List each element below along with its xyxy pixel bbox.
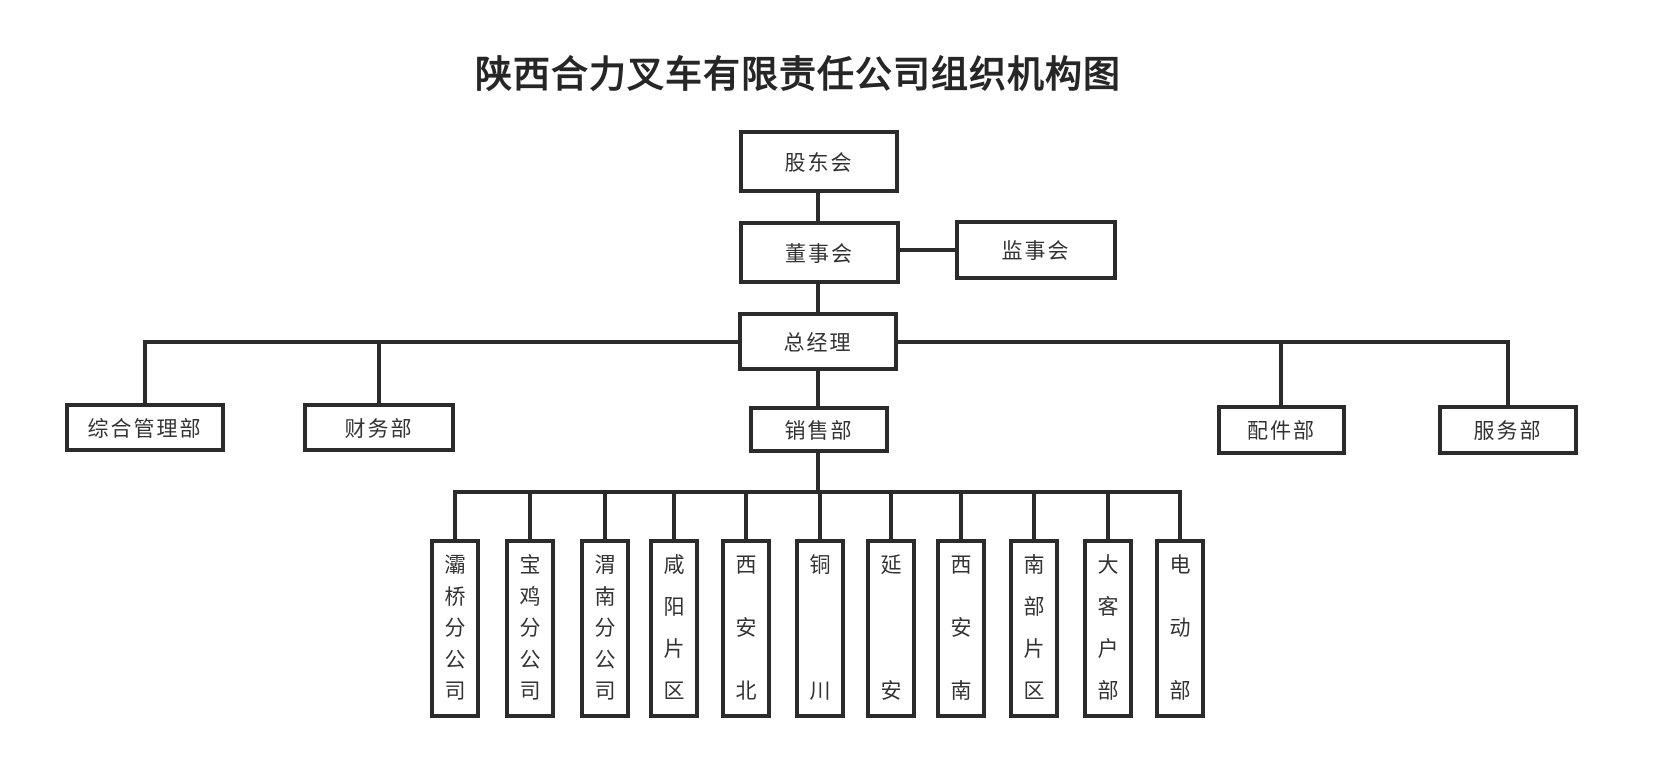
node-dept-finance: 财务部: [303, 403, 455, 452]
connector-board-gm: [816, 284, 820, 312]
node-branch-xian-south: 西安南: [936, 539, 986, 718]
connector-stub-yanan: [889, 490, 893, 539]
node-dept-parts: 配件部: [1217, 405, 1346, 455]
connector-stub-south-area: [1032, 490, 1036, 539]
node-branch-tongchuan: 铜川: [795, 539, 845, 718]
connector-stub-key-accounts: [1106, 490, 1110, 539]
node-shareholders-meeting: 股东会: [739, 130, 899, 193]
connector-sales-bus: [816, 453, 820, 492]
node-dept-service: 服务部: [1438, 405, 1578, 455]
connector-gm-branch-left: [145, 340, 738, 344]
node-board-of-directors: 董事会: [739, 221, 900, 284]
connector-shareholders-board: [816, 193, 820, 221]
node-branch-xian-north: 西安北: [721, 539, 771, 718]
node-label: 董事会: [785, 241, 854, 266]
connector-stub-baqiao: [453, 490, 457, 539]
node-label: 股东会: [784, 150, 854, 175]
connector-stub-xian-south: [959, 490, 963, 539]
connector-stub-electric: [1178, 490, 1182, 539]
connector-drop-general-admin: [143, 340, 147, 403]
node-label: 监事会: [1001, 239, 1071, 263]
connector-drop-finance: [377, 340, 381, 403]
connector-board-supervisors: [900, 248, 955, 252]
node-label: 配件部: [1247, 419, 1316, 443]
node-dept-general-admin: 综合管理部: [65, 403, 225, 452]
connector-drop-service: [1506, 340, 1510, 405]
node-branch-xianyang: 咸阳片区: [649, 539, 699, 718]
connector-gm-branch-right: [898, 340, 1510, 344]
node-branch-key-accounts: 大客户部: [1083, 539, 1133, 718]
node-branch-baqiao: 灞桥分公司: [430, 539, 480, 718]
node-branch-weinan: 渭南分公司: [580, 539, 630, 718]
node-label: 服务部: [1473, 419, 1543, 443]
connector-gm-sales: [816, 371, 820, 406]
node-label: 总经理: [783, 330, 853, 355]
node-branch-electric: 电动部: [1155, 539, 1205, 718]
connector-stub-xian-north: [744, 490, 748, 539]
node-label: 销售部: [784, 418, 854, 443]
node-label: 综合管理部: [87, 416, 203, 441]
node-label: 财务部: [344, 416, 414, 441]
connector-drop-parts: [1279, 340, 1283, 405]
page-title: 陕西合力叉车有限责任公司组织机构图: [475, 54, 1121, 95]
node-branch-baoji: 宝鸡分公司: [505, 539, 555, 718]
connector-stub-baoji: [528, 490, 532, 539]
node-dept-sales: 销售部: [749, 406, 889, 453]
connector-stub-tongchuan: [818, 490, 822, 539]
connector-stub-xianyang: [672, 490, 676, 539]
node-general-manager: 总经理: [738, 312, 898, 371]
connector-stub-weinan: [603, 490, 607, 539]
node-branch-yanan: 延安: [866, 539, 916, 718]
connector-sales-bus-line: [453, 490, 1182, 494]
node-supervisory-board: 监事会: [955, 220, 1117, 280]
node-branch-south-area: 南部片区: [1009, 539, 1059, 718]
